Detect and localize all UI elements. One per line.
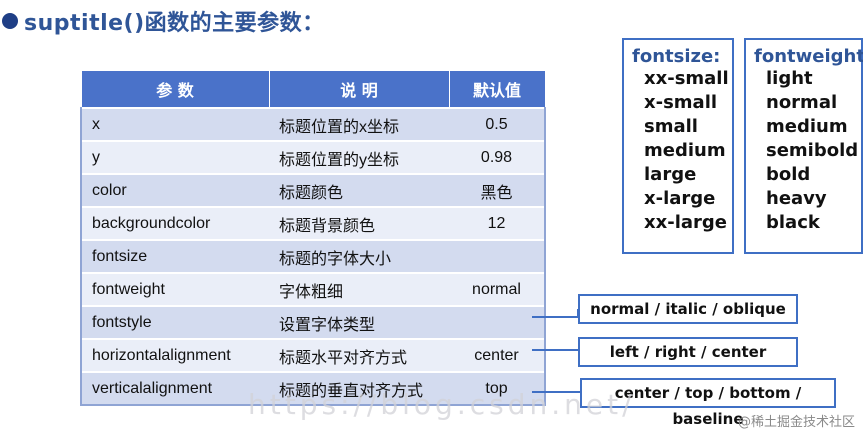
- param-desc: 字体粗细: [269, 272, 449, 306]
- table-row: backgroundcolor 标题背景颜色 12: [80, 206, 546, 240]
- fontweight-option: black: [766, 212, 820, 233]
- fontstyle-connector: [532, 309, 579, 318]
- param-desc: 标题位置的y坐标: [269, 140, 449, 174]
- param-default: 12: [449, 206, 546, 240]
- fontweight-option: light: [766, 68, 813, 89]
- fontsize-option: medium: [644, 140, 726, 161]
- param-default: 黑色: [449, 173, 546, 207]
- bullet-icon: [2, 13, 18, 29]
- param-default: top: [449, 371, 546, 406]
- param-default: [449, 239, 546, 273]
- param-desc: 标题颜色: [269, 173, 449, 207]
- param-name: fontweight: [80, 272, 269, 306]
- fontweight-option: normal: [766, 92, 838, 113]
- fontweight-options-box: fontweight: light normal medium semibold…: [744, 38, 863, 254]
- param-name: x: [80, 107, 269, 141]
- table-header-row: 参 数 说 明 默认值: [80, 70, 546, 109]
- vertical-callout: center / top / bottom / baseline: [580, 378, 836, 428]
- table-row: color 标题颜色 黑色: [80, 173, 546, 207]
- table-row: x 标题位置的x坐标 0.5: [80, 107, 546, 141]
- table-row: fontsize 标题的字体大小: [80, 239, 546, 273]
- fontweight-option: bold: [766, 164, 811, 185]
- param-default: [449, 305, 546, 339]
- param-name: fontsize: [80, 239, 269, 273]
- horizontal-callout: left / right / center: [578, 337, 798, 367]
- param-name: fontstyle: [80, 305, 269, 339]
- fontsize-options-box: fontsize: xx-small x-small small medium …: [622, 38, 734, 254]
- table-row: fontstyle 设置字体类型: [80, 305, 546, 339]
- param-desc: 标题的字体大小: [269, 239, 449, 273]
- fontsize-option: x-large: [644, 188, 716, 209]
- param-default: normal: [449, 272, 546, 306]
- fontsize-option: xx-small: [644, 68, 729, 89]
- header-default: 默认值: [448, 70, 546, 109]
- param-name: horizontalalignment: [80, 338, 269, 372]
- fontweight-option: semibold: [766, 140, 859, 161]
- fontsize-option: small: [644, 116, 698, 137]
- fontweight-box-title: fontweight:: [754, 46, 863, 67]
- heading-text: suptitle()函数的主要参数：: [24, 11, 325, 36]
- param-default: 0.98: [449, 140, 546, 174]
- fontsize-box-title: fontsize:: [632, 46, 721, 67]
- param-desc: 标题水平对齐方式: [269, 338, 449, 372]
- param-name: backgroundcolor: [80, 206, 269, 240]
- page-heading: suptitle()函数的主要参数：: [2, 2, 325, 40]
- table-row: horizontalalignment 标题水平对齐方式 center: [80, 338, 546, 372]
- param-default: center: [449, 338, 546, 372]
- table-row: fontweight 字体粗细 normal: [80, 272, 546, 306]
- table-row: y 标题位置的y坐标 0.98: [80, 140, 546, 174]
- fontweight-option: medium: [766, 116, 848, 137]
- param-name: verticalalignment: [80, 371, 269, 406]
- fontsize-option: xx-large: [644, 212, 727, 233]
- header-param: 参 数: [80, 70, 270, 109]
- credit-text: @稀土掘金技术社区: [737, 415, 855, 430]
- param-name: y: [80, 140, 269, 174]
- fontsize-option: large: [644, 164, 697, 185]
- param-desc: 标题的垂直对齐方式: [269, 371, 449, 406]
- fontweight-option: heavy: [766, 188, 827, 209]
- param-name: color: [80, 173, 269, 207]
- table-row: verticalalignment 标题的垂直对齐方式 top: [80, 371, 546, 406]
- param-default: 0.5: [449, 107, 546, 141]
- param-desc: 标题位置的x坐标: [269, 107, 449, 141]
- param-desc: 标题背景颜色: [269, 206, 449, 240]
- fontstyle-callout: normal / italic / oblique: [578, 294, 798, 324]
- watermark: https://blog.csdn.net/: [248, 388, 636, 421]
- param-desc: 设置字体类型: [269, 305, 449, 339]
- fontsize-option: x-small: [644, 92, 718, 113]
- parameter-table: 参 数 说 明 默认值 x 标题位置的x坐标 0.5 y 标题位置的y坐标 0.…: [80, 70, 546, 406]
